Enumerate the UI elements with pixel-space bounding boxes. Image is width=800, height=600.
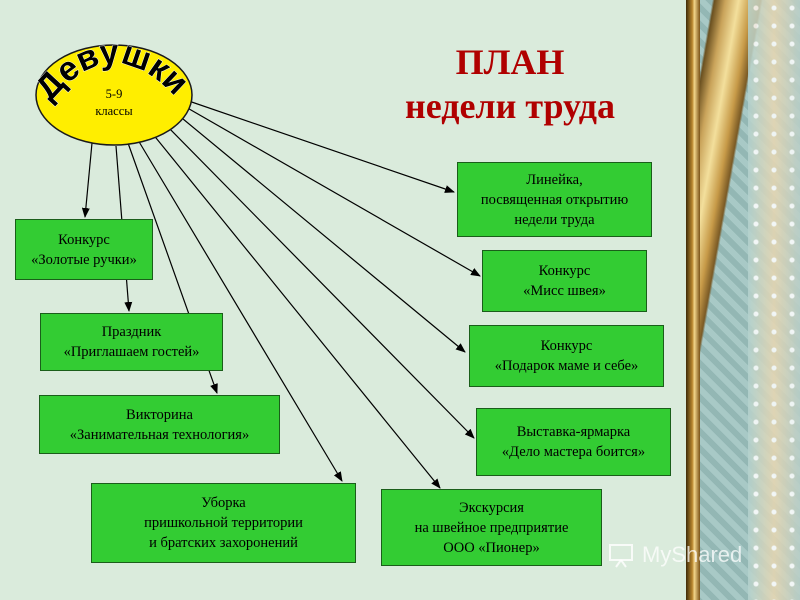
event-line: недели труда <box>514 211 595 228</box>
arrow-to-ekskursiya <box>151 132 441 489</box>
arrow-to-miss-shveya <box>183 105 481 277</box>
watermark: MyShared <box>608 538 768 572</box>
watermark-text: MyShared <box>642 542 743 567</box>
event-line: Праздник <box>101 324 162 340</box>
event-box-viktorina: Викторина «Занимательная технология» <box>39 395 280 454</box>
event-line: посвященная открытию <box>480 191 629 208</box>
arrow-to-podarok <box>176 113 466 353</box>
event-line: Конкурс <box>538 263 591 279</box>
event-box-podarok: Конкурс «Подарок маме и себе» <box>469 325 664 387</box>
presentation-icon <box>609 544 633 568</box>
arrow-to-uborka <box>137 139 343 482</box>
event-box-zolotye: Конкурс «Золотые ручки» <box>15 219 153 280</box>
event-line: Викторина <box>126 406 193 423</box>
event-box-lineika: Линейка, посвященная открытию недели тру… <box>457 162 652 237</box>
event-line: «Приглашаем гостей» <box>63 344 200 360</box>
hub-grades: 5-9 <box>105 87 123 101</box>
event-line: Уборка <box>201 495 246 511</box>
event-line: Экскурсия <box>459 499 524 516</box>
title-line-week: недели труда <box>405 86 615 126</box>
hub-subtitle: 5-9 классы <box>84 86 144 120</box>
event-line: Выставка-ярмарка <box>516 424 631 440</box>
hub-classes: классы <box>95 104 133 118</box>
event-line: «Дело мастера боится» <box>501 444 646 460</box>
event-line: «Золотые ручки» <box>31 251 137 268</box>
event-box-prazdnik: Праздник «Приглашаем гостей» <box>40 313 223 371</box>
title-line-plan: ПЛАН <box>455 42 565 82</box>
event-line: и братских захоронений <box>149 535 298 551</box>
arrow-to-vystavka <box>164 123 475 439</box>
event-box-vystavka: Выставка-ярмарка «Дело мастера боится» <box>476 408 671 476</box>
arrow-to-zolotye <box>81 142 93 218</box>
decorative-border <box>686 0 800 600</box>
event-line: «Занимательная технология» <box>69 426 250 443</box>
event-line: Линейка, <box>526 171 583 188</box>
page-title: ПЛАН недели труда <box>380 40 640 128</box>
event-line: Конкурс <box>58 231 110 248</box>
event-line: «Подарок маме и себе» <box>494 358 639 374</box>
event-box-miss-shveya: Конкурс «Мисс швея» <box>482 250 647 312</box>
event-line: на швейное предприятие <box>414 519 569 536</box>
event-line: пришкольной территории <box>144 515 303 531</box>
arrow-to-lineika <box>179 97 455 193</box>
event-box-uborka: Уборка пришкольной территории и братских… <box>91 483 356 563</box>
event-box-ekskursiya: Экскурсия на швейное предприятие ООО «Пи… <box>381 489 602 566</box>
event-line: ООО «Пионер» <box>443 539 540 556</box>
event-line: «Мисс швея» <box>523 283 606 299</box>
event-line: Конкурс <box>540 338 593 354</box>
